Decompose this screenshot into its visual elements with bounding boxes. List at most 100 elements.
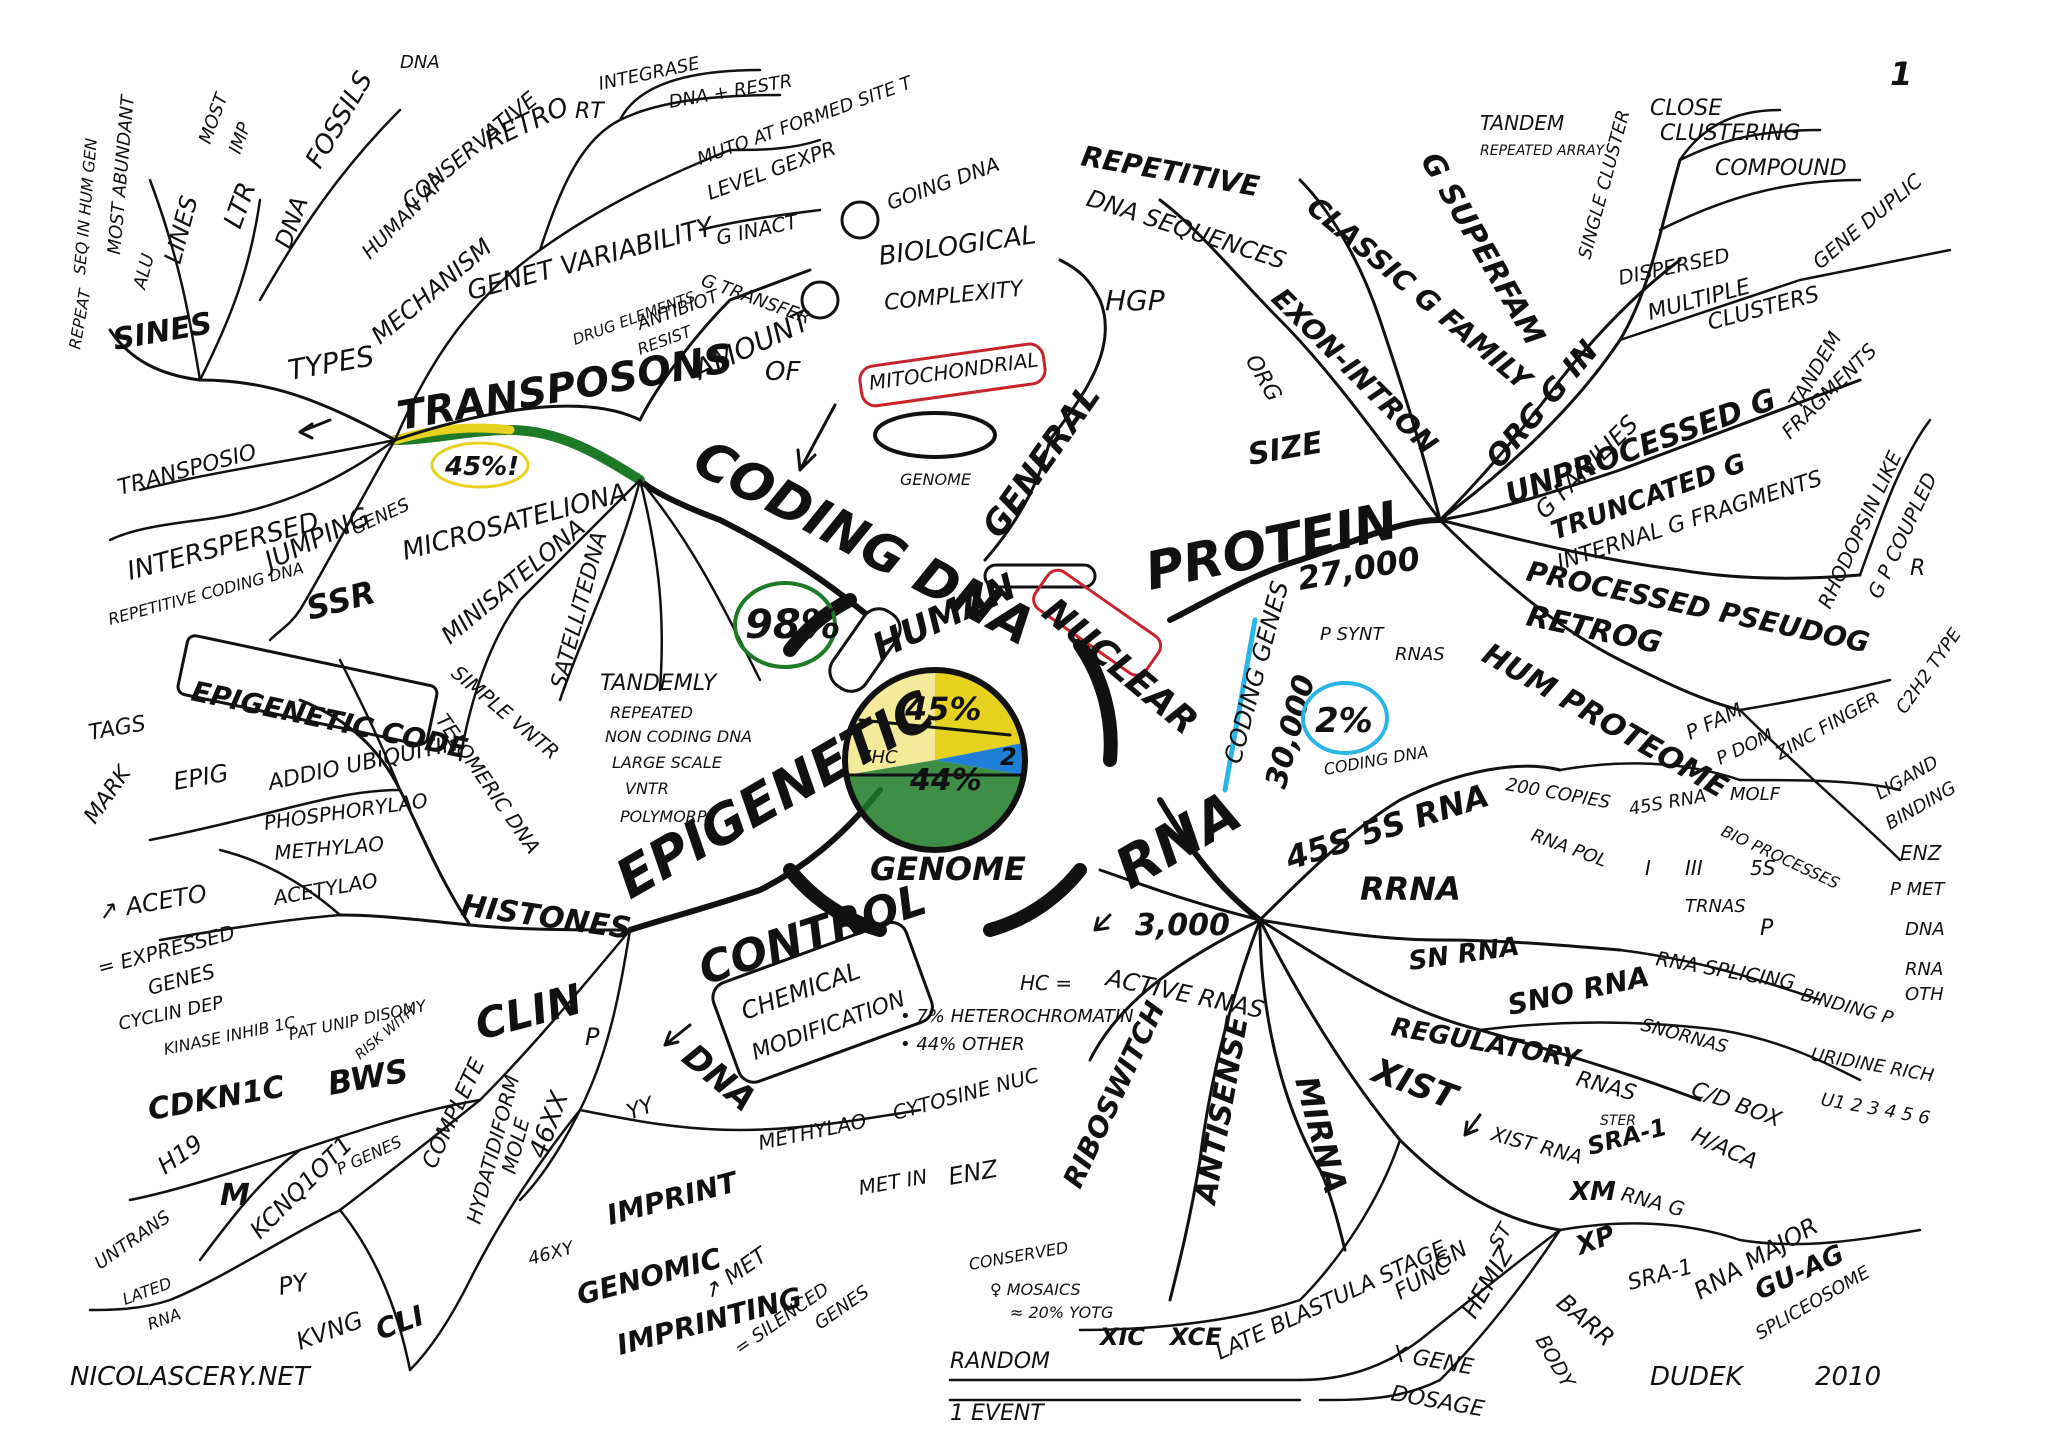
lated-label: LATED <box>120 1273 174 1308</box>
epig-label: EPIG <box>171 759 230 796</box>
binding-p-label: BINDING P <box>1799 985 1896 1030</box>
branch-lines <box>88 68 1952 1402</box>
transpositio-arrow-icon <box>298 418 332 440</box>
epigenetic-code-box <box>176 634 439 746</box>
percent-2-circle <box>1301 681 1389 755</box>
p-dom-label: P DOM <box>1713 725 1777 770</box>
close-label: CLOSE <box>1650 96 1722 121</box>
plus-circle-icon <box>840 200 880 240</box>
molf-label: MOLF <box>1730 784 1781 805</box>
org-label: ORG <box>1240 351 1286 407</box>
genomic-label: GENOMIC <box>573 1241 725 1311</box>
x-gene-label: X GENE <box>1388 1341 1476 1380</box>
rrna-label: RRNA <box>1360 870 1461 908</box>
regulatory-rnas-label: RNAS <box>1573 1067 1638 1107</box>
xce-label: XCE <box>1168 1323 1222 1351</box>
st-label: ST <box>1484 1217 1518 1252</box>
event-label: 1 EVENT <box>950 1401 1045 1426</box>
pol-i-label: I <box>1645 856 1651 880</box>
transposons-label: TRANSPOSONS <box>394 336 737 440</box>
xm-label: XM <box>1568 1177 1616 1207</box>
mark-label: MARK <box>79 761 137 829</box>
barr-label: BARR <box>1551 1288 1620 1352</box>
imp-label: IMP <box>225 120 256 157</box>
coding-percent: 98% <box>745 602 841 648</box>
xic-label: XIC <box>1098 1323 1145 1351</box>
protein-coding-dna-label: CODING DNA <box>1322 742 1429 779</box>
mitochondrion-icon <box>873 411 997 459</box>
cyclin-label: CYCLIN DEP <box>117 992 226 1035</box>
p-synt-label: P SYNT <box>1320 624 1385 645</box>
xist-label: XIST <box>1365 1050 1465 1119</box>
clustering-label: CLUSTERING <box>1660 121 1800 146</box>
mosaics-label: ♀ MOSAICS <box>990 1280 1081 1299</box>
yotg-label: ≈ 20% YOTG <box>1010 1303 1113 1322</box>
clin-p-label: P <box>585 1023 600 1051</box>
repeated-array-label: REPEATED ARRAY <box>1480 143 1606 159</box>
tandem-label: TANDEM <box>1480 111 1564 135</box>
active-rnas-arrow-icon <box>1093 913 1112 932</box>
body-label: BODY <box>1531 1331 1581 1394</box>
methyl-enz-label: ENZ <box>946 1155 1000 1191</box>
bws-label: BWS <box>325 1051 411 1102</box>
200-copies-label: 200 COPIES <box>1504 774 1612 813</box>
large-scale-label: LARGE SCALE <box>612 753 723 772</box>
bio-processes-label: BIO PROCESSES <box>1718 821 1842 892</box>
hc-note-line2: • 44% OTHER <box>900 1034 1025 1055</box>
fossils-label: FOSSILS <box>300 67 379 174</box>
alu-label: ALU <box>129 252 159 293</box>
amount-arrow-icon <box>796 403 837 472</box>
5s-label: 5S <box>1750 856 1776 880</box>
mitochondrial-box <box>858 342 1047 408</box>
methyla2-label: METHYLAO <box>756 1109 869 1155</box>
rna-title: RNA <box>1105 779 1253 902</box>
r-label: R <box>1910 556 1925 581</box>
rna-pol-label: RNA POL <box>1528 825 1609 872</box>
coding-count-30: 30,000 <box>1259 671 1323 792</box>
snorna-label: SNO RNA <box>1505 960 1653 1022</box>
histones-label: HISTONES <box>459 888 633 946</box>
transposons-percent: 45%! <box>444 452 519 482</box>
rna-p-up-label: P <box>1760 916 1774 941</box>
general-title: GENERAL <box>975 377 1109 545</box>
conserved-label: CONSERVED <box>967 1238 1069 1274</box>
xist-arrow-icon <box>1463 1113 1482 1137</box>
rna-count: 3,000 <box>1135 908 1230 943</box>
imprint-label: IMPRINT <box>603 1165 742 1232</box>
page-number: 1 <box>1890 55 1912 93</box>
clin-label: CLIN <box>470 974 587 1049</box>
g-inact-label: G INACT <box>714 209 802 250</box>
u-numbers-label: U1 2 3 4 5 6 <box>1819 1089 1931 1129</box>
rt-label: RT <box>575 99 605 124</box>
h19-label: H19 <box>152 1129 208 1180</box>
chemical-box <box>711 920 934 1084</box>
biological-label: BIOLOGICAL <box>877 220 1038 272</box>
most-label: MOST <box>195 89 233 147</box>
uridine-rich-label: URIDINE RICH <box>1809 1044 1936 1086</box>
methyla-label: METHYLAO <box>273 831 385 864</box>
pie-2-label: 2 <box>1000 743 1017 771</box>
dna-sequences-label: DNA SEQUENCES <box>1083 184 1289 275</box>
acetyla-label: ACETYLAO <box>270 868 380 910</box>
center-pie <box>783 563 1163 937</box>
trnas-label: TRNAS <box>1685 896 1746 917</box>
snornas-label: SNORNAS <box>1639 1015 1730 1058</box>
hgp-label: HGP <box>1105 284 1165 317</box>
protein-rnas-label: RNAS <box>1395 644 1445 665</box>
coding-percent-circle <box>733 581 837 669</box>
pie-44-label: 44% <box>909 763 982 798</box>
complexity-label: COMPLEXITY <box>883 276 1026 316</box>
antisense-label: ANTISENSE <box>1188 1013 1256 1208</box>
acet-label: ↗ ACETO <box>96 879 209 926</box>
45s-rna-label: 45S RNA <box>1627 786 1708 820</box>
human-ap-label: HUMAN AP <box>357 170 451 264</box>
compound-label: COMPOUND <box>1715 156 1847 181</box>
untrans-rna-label: RNA <box>145 1304 183 1333</box>
pie-45-label: 45% <box>904 690 982 728</box>
protein-percent-2: 2% <box>1315 701 1373 741</box>
vntr-label: VNTR <box>625 779 669 798</box>
tags-label: TAGS <box>87 711 148 746</box>
hc-note-title: HC = <box>1020 971 1072 995</box>
p-met-label: P MET <box>1890 879 1946 900</box>
